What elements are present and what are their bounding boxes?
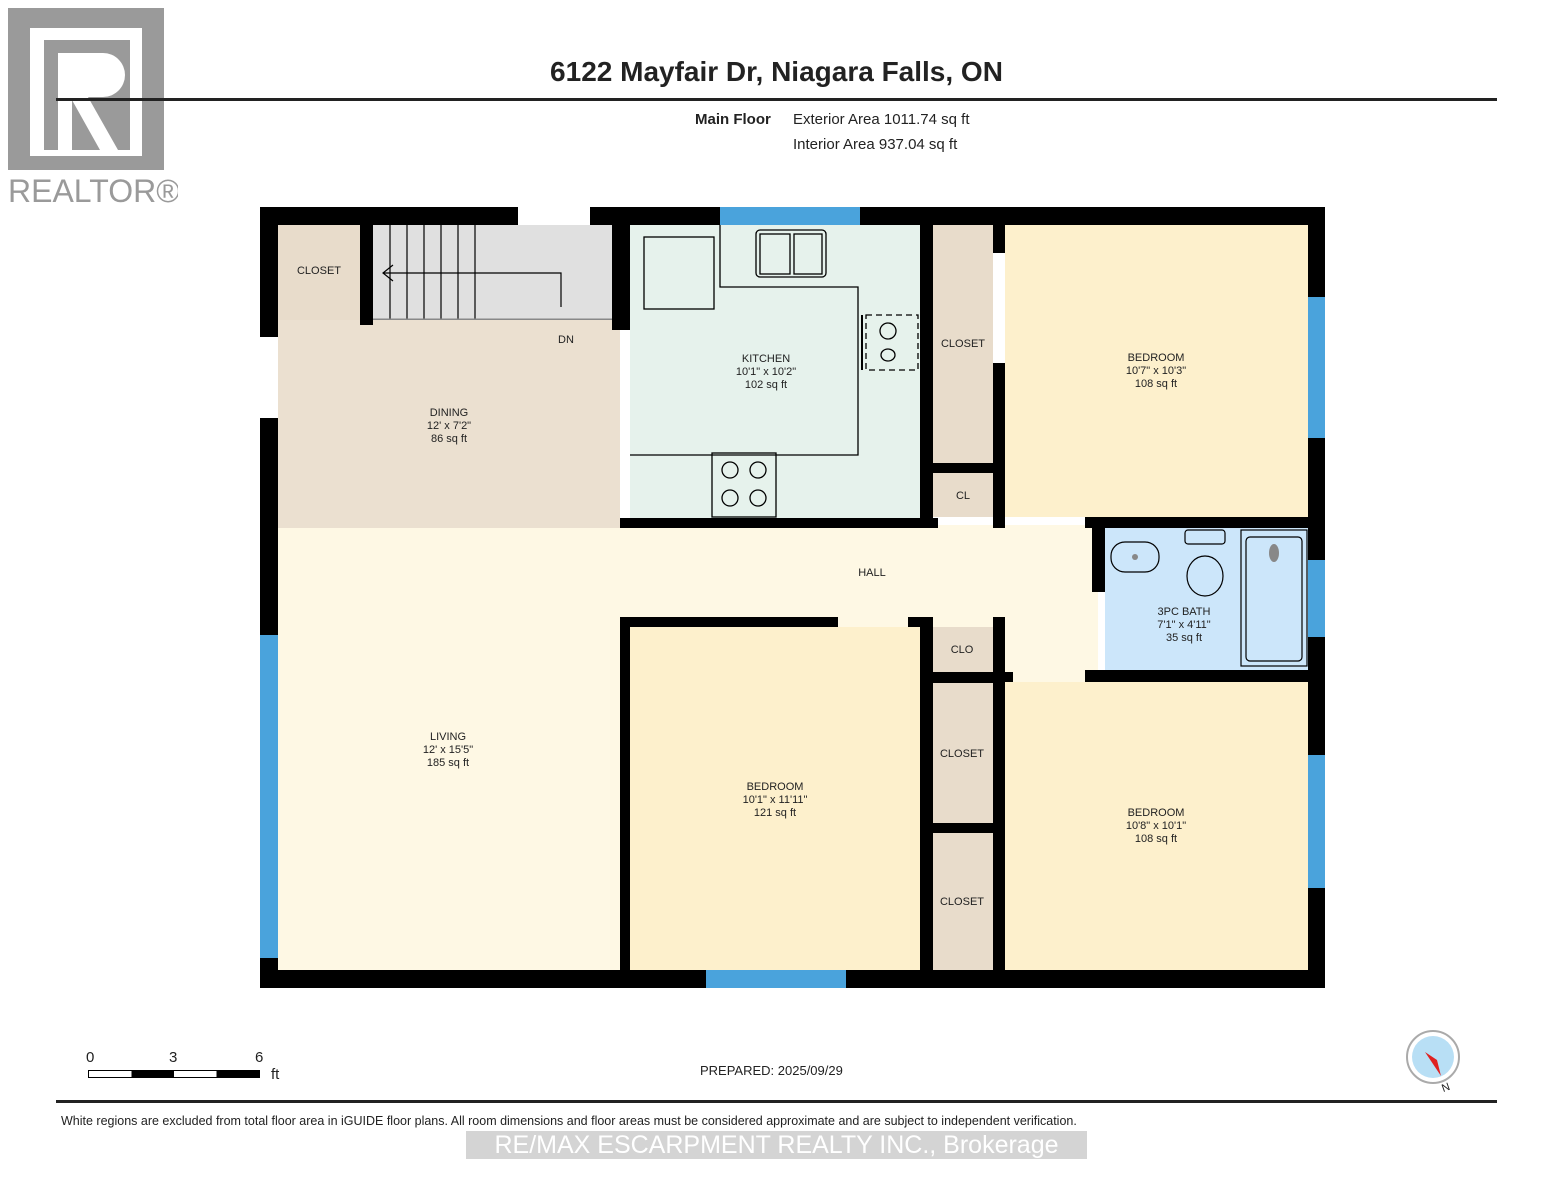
scale-tick: 6 <box>255 1049 264 1066</box>
room-name: 3PC BATH <box>1157 606 1211 618</box>
stairs-icon <box>373 225 620 322</box>
wall-interior <box>993 617 1005 682</box>
wall-top <box>590 207 1325 225</box>
room-dims: 10'1" x 11'11" <box>742 794 808 806</box>
wall-interior <box>920 225 933 528</box>
compass-icon: N <box>1405 1030 1463 1096</box>
room-label: CLO <box>950 644 974 656</box>
exterior-area: Exterior Area 1011.74 sq ft <box>793 111 970 128</box>
window <box>1308 755 1325 888</box>
closet-3 <box>933 683 993 823</box>
footer-divider <box>56 1100 1497 1103</box>
wall-interior <box>620 617 630 970</box>
wall-interior <box>612 225 630 330</box>
wall-top <box>260 207 518 225</box>
floor-label: Main Floor <box>695 111 771 128</box>
room-name: LIVING <box>429 731 467 743</box>
room-name: BEDROOM <box>1127 352 1185 364</box>
room-area: 108 sq ft <box>1134 378 1178 390</box>
scale-tick: 3 <box>169 1049 178 1066</box>
header-divider <box>56 98 1497 101</box>
room-label: CLOSET <box>296 265 342 277</box>
room-name: KITCHEN <box>741 353 791 365</box>
room-area: 121 sq ft <box>753 807 797 819</box>
wall-interior <box>933 823 993 833</box>
bath-room <box>1105 528 1308 670</box>
room-label: CLOSET <box>939 748 985 760</box>
interior-area: Interior Area 937.04 sq ft <box>793 136 958 153</box>
room-label: CLOSET <box>940 338 986 350</box>
wall-interior <box>993 225 1005 253</box>
wall-interior <box>1085 670 1325 682</box>
closet-clo <box>933 627 993 672</box>
stairs <box>373 225 620 322</box>
room-dims: 10'1" x 10'2" <box>735 366 797 378</box>
room-area: 102 sq ft <box>744 379 788 391</box>
window <box>1308 560 1325 637</box>
scale-bar <box>88 1070 260 1078</box>
realtor-logo-icon: REALTOR® <box>8 8 180 209</box>
window <box>706 970 846 988</box>
wall-interior <box>920 617 933 970</box>
dining-room <box>278 320 620 528</box>
wall-interior <box>620 518 938 528</box>
window <box>1308 297 1325 438</box>
room-dims: 10'8" x 10'1" <box>1125 820 1187 832</box>
wall-interior <box>933 672 993 683</box>
wall-interior <box>360 225 373 325</box>
room-label: HALL <box>858 567 886 579</box>
wall-interior <box>933 463 993 473</box>
room-label: CLOSET <box>939 896 985 908</box>
closet-4 <box>933 833 993 970</box>
kitchen-room <box>630 225 920 518</box>
wall-interior <box>1085 517 1325 528</box>
window <box>260 635 278 958</box>
scale-unit: ft <box>271 1066 280 1083</box>
brokerage-watermark: RE/MAX ESCARPMENT REALTY INC., Brokerage <box>466 1131 1087 1159</box>
closet-cl <box>933 473 993 517</box>
room-name: BEDROOM <box>746 781 804 793</box>
stairs-label: DN <box>558 334 574 346</box>
kitchen-fixtures-icon <box>630 225 919 518</box>
scale-tick: 0 <box>86 1049 95 1066</box>
window <box>720 207 860 225</box>
closet-1 <box>278 225 360 320</box>
wall-interior <box>620 617 838 627</box>
wall-interior <box>993 672 1005 970</box>
room-area: 185 sq ft <box>426 757 470 769</box>
living-room <box>278 528 620 970</box>
wall-interior <box>1092 517 1105 592</box>
room-area: 35 sq ft <box>1165 632 1203 644</box>
room-name: BEDROOM <box>1127 807 1185 819</box>
room-area: 108 sq ft <box>1134 833 1178 845</box>
page-title: 6122 Mayfair Dr, Niagara Falls, ON <box>550 56 1003 87</box>
bedroom-2 <box>630 627 920 970</box>
room-dims: 12' x 7'2" <box>426 420 472 432</box>
svg-text:REALTOR®: REALTOR® <box>8 173 178 208</box>
room-name: DINING <box>429 407 469 419</box>
bath-fixtures-icon <box>1110 529 1308 667</box>
realtor-logo: REALTOR® <box>8 8 180 209</box>
wall-interior <box>993 363 1005 528</box>
room-dims: 10'7" x 10'3" <box>1125 365 1187 377</box>
prepared-date: PREPARED: 2025/09/29 <box>700 1063 843 1078</box>
wall-left <box>260 207 278 337</box>
disclaimer: White regions are excluded from total fl… <box>61 1114 1077 1128</box>
bedroom-1 <box>1005 225 1308 517</box>
bedroom-3 <box>1005 682 1308 970</box>
room-dims: 7'1" x 4'11" <box>1157 619 1211 631</box>
closet-2 <box>933 225 993 463</box>
room-dims: 12' x 15'5" <box>422 744 474 756</box>
room-area: 86 sq ft <box>430 433 468 445</box>
room-label: CL <box>955 490 971 502</box>
